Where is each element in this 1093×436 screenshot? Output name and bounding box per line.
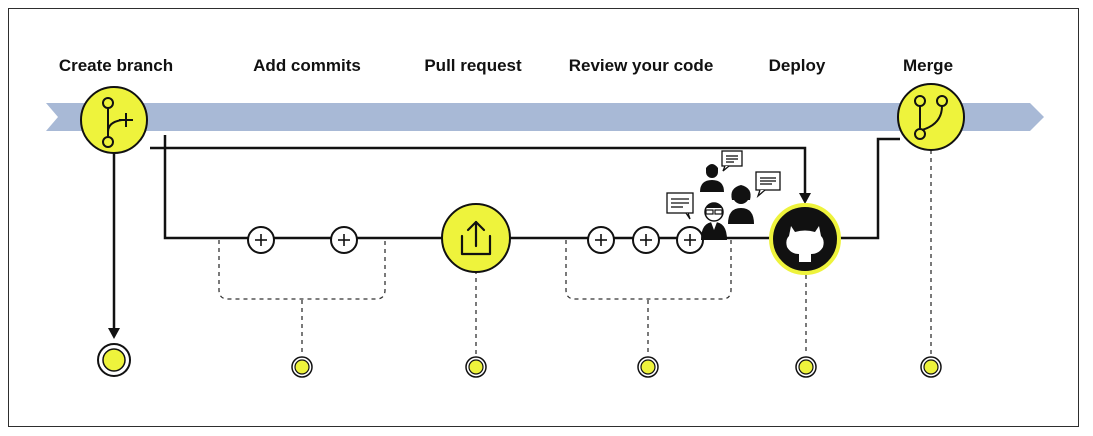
feature-branch-line [163,135,770,240]
branch-down-arrowhead [108,328,120,339]
plus-icon [255,234,267,246]
deploy-node[interactable] [769,203,841,275]
speech-bubble-icon [666,192,694,220]
deploy-arrow-line [150,146,807,195]
commits-bracket [218,240,386,300]
reviewer-person-icon [728,185,754,224]
review-bracket [565,240,732,300]
upload-icon [460,220,492,256]
plus-icon [338,234,350,246]
main-branch-band [46,103,1044,131]
pull-request-node[interactable] [441,203,511,273]
commit-node[interactable] [247,226,275,254]
diagram-frame [8,8,1079,427]
deploy-arrowhead [799,193,811,204]
branch-plus-icon [102,97,133,148]
stage-label-create-branch: Create branch [59,56,173,75]
stage-label-pull-request: Pull request [424,56,522,75]
plus-icon [640,234,652,246]
plus-icon [595,234,607,246]
github-octocat-icon [786,226,824,262]
stage-label-add-commits: Add commits [253,56,361,75]
review-commit-node[interactable] [632,226,660,254]
merge-node[interactable] [897,83,965,151]
merge-endpoint-node[interactable] [920,356,942,378]
stage-label-deploy: Deploy [769,56,826,75]
reviewer-group [666,150,781,240]
review-endpoint-node[interactable] [637,356,659,378]
reviewer-person-icon [701,202,727,240]
reviewer-person-icon [700,164,724,192]
review-commit-node[interactable] [676,226,704,254]
commit-node[interactable] [330,226,358,254]
stage-guide-lines [301,150,932,355]
create-branch-node[interactable] [80,86,148,154]
merge-back-line [838,137,900,240]
stage-label-merge: Merge [903,56,953,75]
plus-icon [684,234,696,246]
merge-icon [914,95,948,140]
speech-bubble-icon [721,150,743,172]
deploy-endpoint-node[interactable] [795,356,817,378]
commits-endpoint-node[interactable] [291,356,313,378]
stage-label-review-code: Review your code [569,56,714,75]
speech-bubble-icon [755,171,781,199]
review-commit-node[interactable] [587,226,615,254]
branch-endpoint-node[interactable] [97,343,131,377]
pull-request-endpoint-node[interactable] [465,356,487,378]
